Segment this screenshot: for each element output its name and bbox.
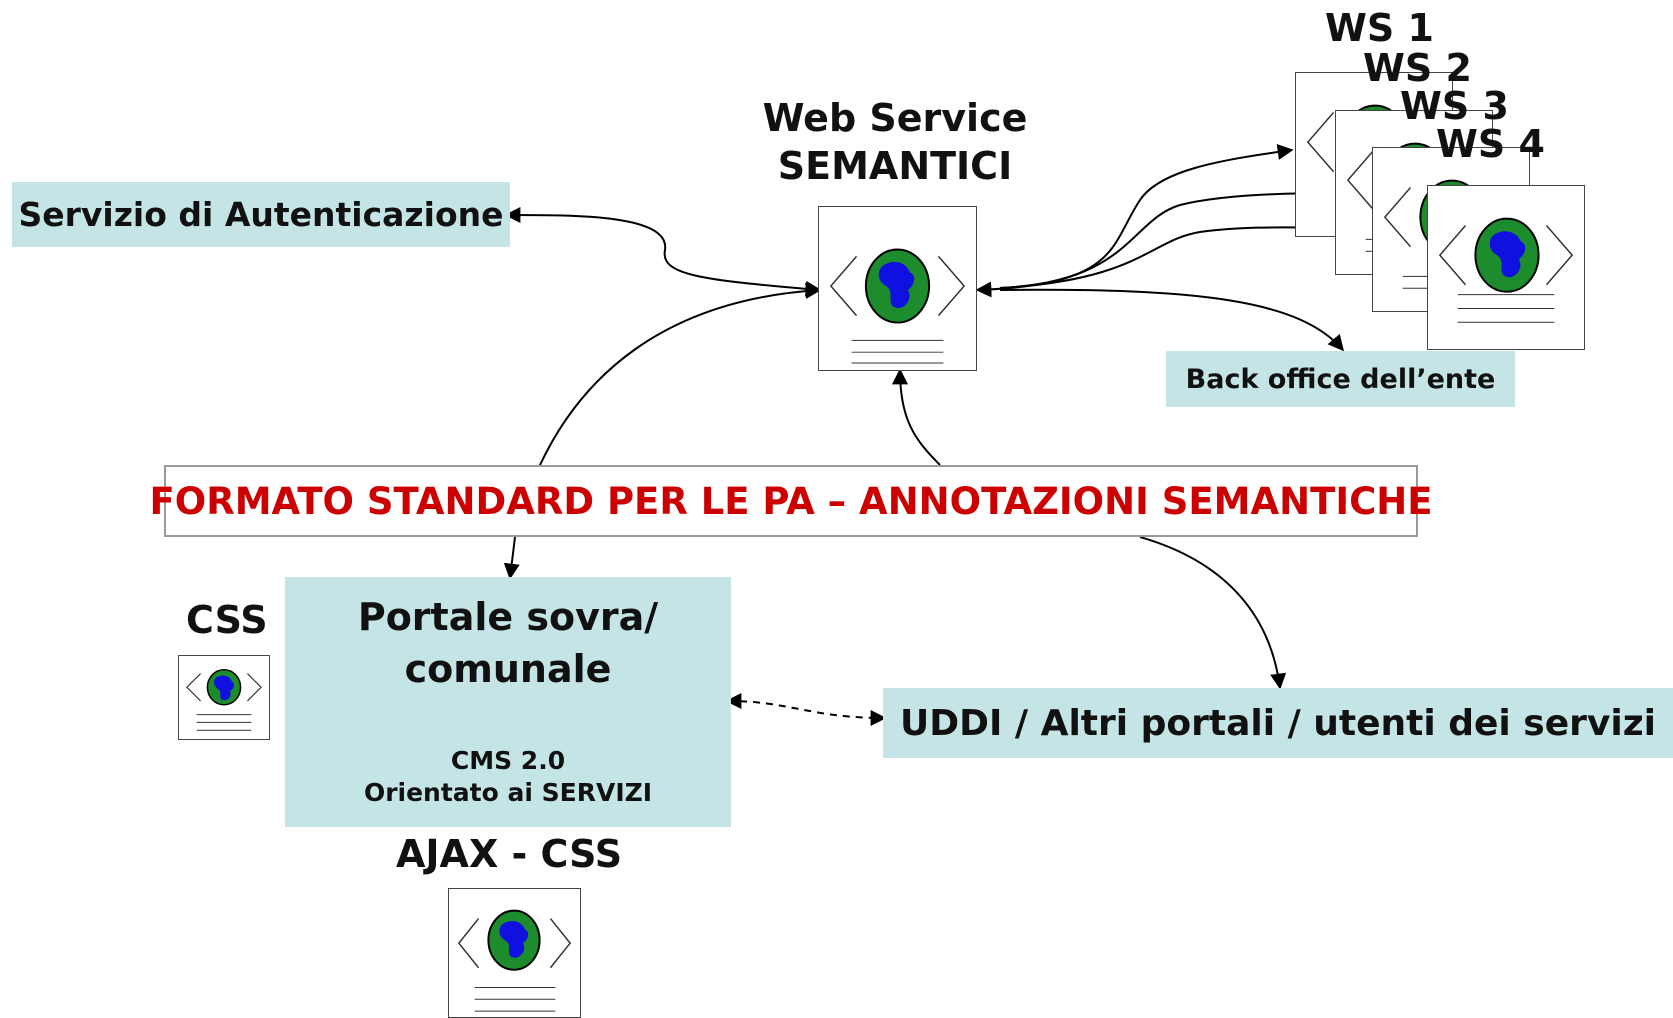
arrow-ws-backoffice	[999, 288, 1345, 352]
auth-service-box: Servizio di Autenticazione	[12, 182, 510, 247]
ws2-label: WS 2	[1363, 46, 1472, 90]
ws-title-line1: Web Service	[762, 96, 1028, 140]
standard-format-box: FORMATO STANDARD PER LE PA – ANNOTAZIONI…	[150, 465, 1432, 537]
arrow-standard-uddi	[1139, 536, 1287, 690]
ajax-css-label: AJAX - CSS	[396, 832, 623, 876]
portal-title-line1: Portale sovra/	[357, 595, 659, 639]
arrow-standard-ws-bottom	[892, 368, 941, 466]
ws4-document-icon	[1427, 185, 1585, 350]
css-document-icon	[178, 655, 270, 740]
cms-line1: CMS 2.0	[450, 746, 566, 775]
cms-line2: Orientato ai SERVIZI	[363, 778, 653, 807]
portal-title: Portale sovra/ comunale	[285, 591, 731, 695]
backoffice-label: Back office dell’ente	[1185, 363, 1496, 395]
portal-title-line2: comunale	[404, 647, 612, 691]
cms-caption: CMS 2.0 Orientato ai SERVIZI	[285, 745, 731, 809]
arrow-ws-ws2	[999, 185, 1336, 289]
arrow-portal-uddi	[725, 693, 887, 726]
ws1-label: WS 1	[1325, 6, 1434, 50]
ws3-label: WS 3	[1400, 84, 1509, 128]
backoffice-box: Back office dell’ente	[1166, 351, 1515, 407]
standard-format-label: FORMATO STANDARD PER LE PA – ANNOTAZIONI…	[149, 479, 1433, 523]
ajax-document-icon	[448, 888, 581, 1018]
web-document-icon	[818, 206, 977, 371]
css-label: CSS	[186, 598, 268, 642]
ws-semantici-title: Web Service SEMANTICI	[760, 94, 1030, 190]
arrow-auth-ws	[504, 207, 822, 297]
auth-service-label: Servizio di Autenticazione	[18, 195, 504, 234]
uddi-box: UDDI / Altri portali / utenti dei serviz…	[883, 688, 1673, 758]
web-document-graphic	[829, 248, 966, 364]
arrow-standard-portal	[503, 536, 520, 580]
ws4-label: WS 4	[1436, 122, 1545, 166]
portal-box: Portale sovra/ comunale CMS 2.0 Orientat…	[285, 577, 731, 827]
arrow-standard-ws-left	[539, 282, 822, 466]
ws-title-line2: SEMANTICI	[777, 144, 1013, 188]
uddi-label: UDDI / Altri portali / utenti dei serviz…	[899, 702, 1657, 744]
